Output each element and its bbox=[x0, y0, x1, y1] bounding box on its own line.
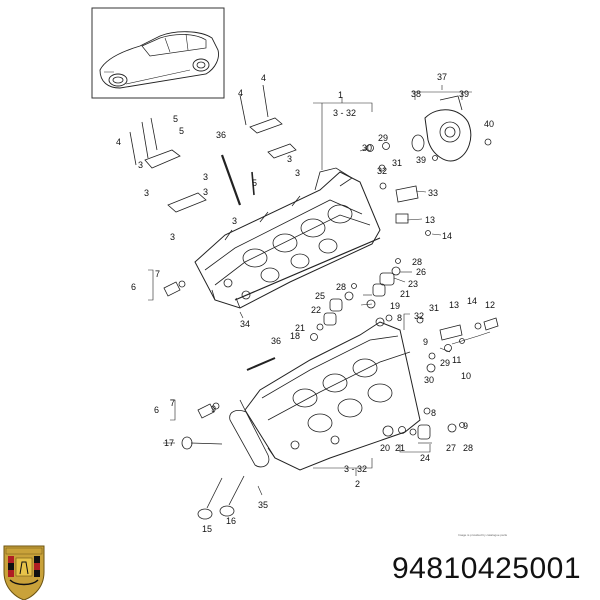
label-12: 12 bbox=[485, 300, 495, 310]
label-28-b: 28 bbox=[336, 282, 346, 292]
label-7-b: 7 bbox=[170, 398, 175, 408]
lower-right-parts bbox=[382, 314, 499, 440]
label-27: 27 bbox=[446, 443, 456, 453]
label-33: 33 bbox=[428, 188, 438, 198]
label-19: 19 bbox=[390, 301, 400, 311]
label-3-e: 3 bbox=[144, 188, 149, 198]
label-9-a: 9 bbox=[423, 337, 428, 347]
leader-lines bbox=[148, 85, 491, 496]
label-14-b: 14 bbox=[467, 296, 477, 306]
part-number: 94810425001 bbox=[392, 552, 582, 585]
label-16: 16 bbox=[226, 516, 236, 526]
label-6-b: 6 bbox=[154, 405, 159, 415]
label-7-a: 7 bbox=[155, 269, 160, 279]
label-5-a: 5 bbox=[173, 114, 178, 124]
label-4-b: 4 bbox=[238, 88, 243, 98]
label-17: 17 bbox=[164, 438, 174, 448]
label-range-upper: 3 - 32 bbox=[333, 108, 356, 118]
vacuum-pump bbox=[411, 95, 492, 162]
label-3-d: 3 bbox=[203, 172, 208, 182]
label-9-c: 9 bbox=[463, 421, 468, 431]
valves bbox=[181, 436, 245, 520]
label-31-a: 31 bbox=[392, 158, 402, 168]
label-4-c: 4 bbox=[116, 137, 121, 147]
label-14-a: 14 bbox=[442, 231, 452, 241]
label-35: 35 bbox=[258, 500, 268, 510]
label-8-b: 8 bbox=[431, 408, 436, 418]
label-3-c: 3 bbox=[138, 160, 143, 170]
label-range-lower: 3 - 32 bbox=[344, 464, 367, 474]
label-20: 20 bbox=[380, 443, 390, 453]
label-26: 26 bbox=[416, 267, 426, 277]
label-6-a: 6 bbox=[131, 282, 136, 292]
label-25: 25 bbox=[315, 291, 325, 301]
label-34: 34 bbox=[240, 319, 250, 329]
label-21-a: 21 bbox=[400, 289, 410, 299]
label-3-a: 3 bbox=[287, 154, 292, 164]
copyright-note: Image is provided by catalogue parts bbox=[458, 533, 508, 537]
label-30-b: 30 bbox=[424, 375, 434, 385]
label-29-a: 29 bbox=[378, 133, 388, 143]
label-10: 10 bbox=[461, 371, 471, 381]
gasket-35 bbox=[229, 410, 270, 468]
label-32-b: 32 bbox=[414, 311, 424, 321]
label-39-a: 39 bbox=[459, 89, 469, 99]
label-37: 37 bbox=[437, 72, 447, 82]
label-3-f: 3 bbox=[203, 187, 208, 197]
label-13-b: 13 bbox=[449, 300, 459, 310]
lower-cylinder-head bbox=[239, 317, 421, 471]
label-29-b: 29 bbox=[440, 358, 450, 368]
label-31-b: 31 bbox=[429, 303, 439, 313]
label-18: 18 bbox=[290, 331, 300, 341]
label-2: 2 bbox=[355, 479, 360, 489]
label-13-a: 13 bbox=[425, 215, 435, 225]
label-3-b: 3 bbox=[295, 168, 300, 178]
label-28-a: 28 bbox=[412, 257, 422, 267]
label-28-c: 28 bbox=[463, 443, 473, 453]
label-22: 22 bbox=[311, 305, 321, 315]
part-labels: 1 3 - 32 2 3 - 32 4 4 5 5 4 36 5 3 3 3 3… bbox=[116, 72, 495, 534]
gasket-strip-34 bbox=[234, 237, 381, 301]
label-40: 40 bbox=[484, 119, 494, 129]
label-32-a: 32 bbox=[377, 166, 387, 176]
label-11: 11 bbox=[452, 355, 461, 365]
upper-sensor-parts bbox=[366, 142, 438, 236]
label-5-b: 5 bbox=[179, 126, 184, 136]
upper-cylinder-head bbox=[194, 167, 381, 309]
label-3-h: 3 bbox=[170, 232, 175, 242]
label-21-c: 21 bbox=[395, 443, 405, 453]
label-21-b: 21 bbox=[295, 323, 305, 333]
left-small-parts bbox=[163, 280, 276, 419]
label-36-a: 36 bbox=[216, 130, 226, 140]
valve-springs-mid bbox=[310, 258, 401, 341]
label-1: 1 bbox=[338, 90, 343, 100]
label-8-a: 8 bbox=[397, 313, 402, 323]
label-5-c: 5 bbox=[252, 178, 257, 188]
label-30-a: 30 bbox=[362, 143, 372, 153]
label-24: 24 bbox=[420, 453, 430, 463]
bearing-caps bbox=[129, 84, 297, 213]
label-38: 38 bbox=[411, 89, 421, 99]
porsche-logo bbox=[3, 545, 45, 600]
car-thumbnail bbox=[91, 7, 225, 99]
label-4-a: 4 bbox=[261, 73, 266, 83]
label-9-b: 9 bbox=[211, 404, 216, 414]
label-15: 15 bbox=[202, 524, 212, 534]
label-23: 23 bbox=[408, 279, 418, 289]
label-39-b: 39 bbox=[416, 155, 426, 165]
label-3-g: 3 bbox=[232, 216, 237, 226]
label-36-b: 36 bbox=[271, 336, 281, 346]
